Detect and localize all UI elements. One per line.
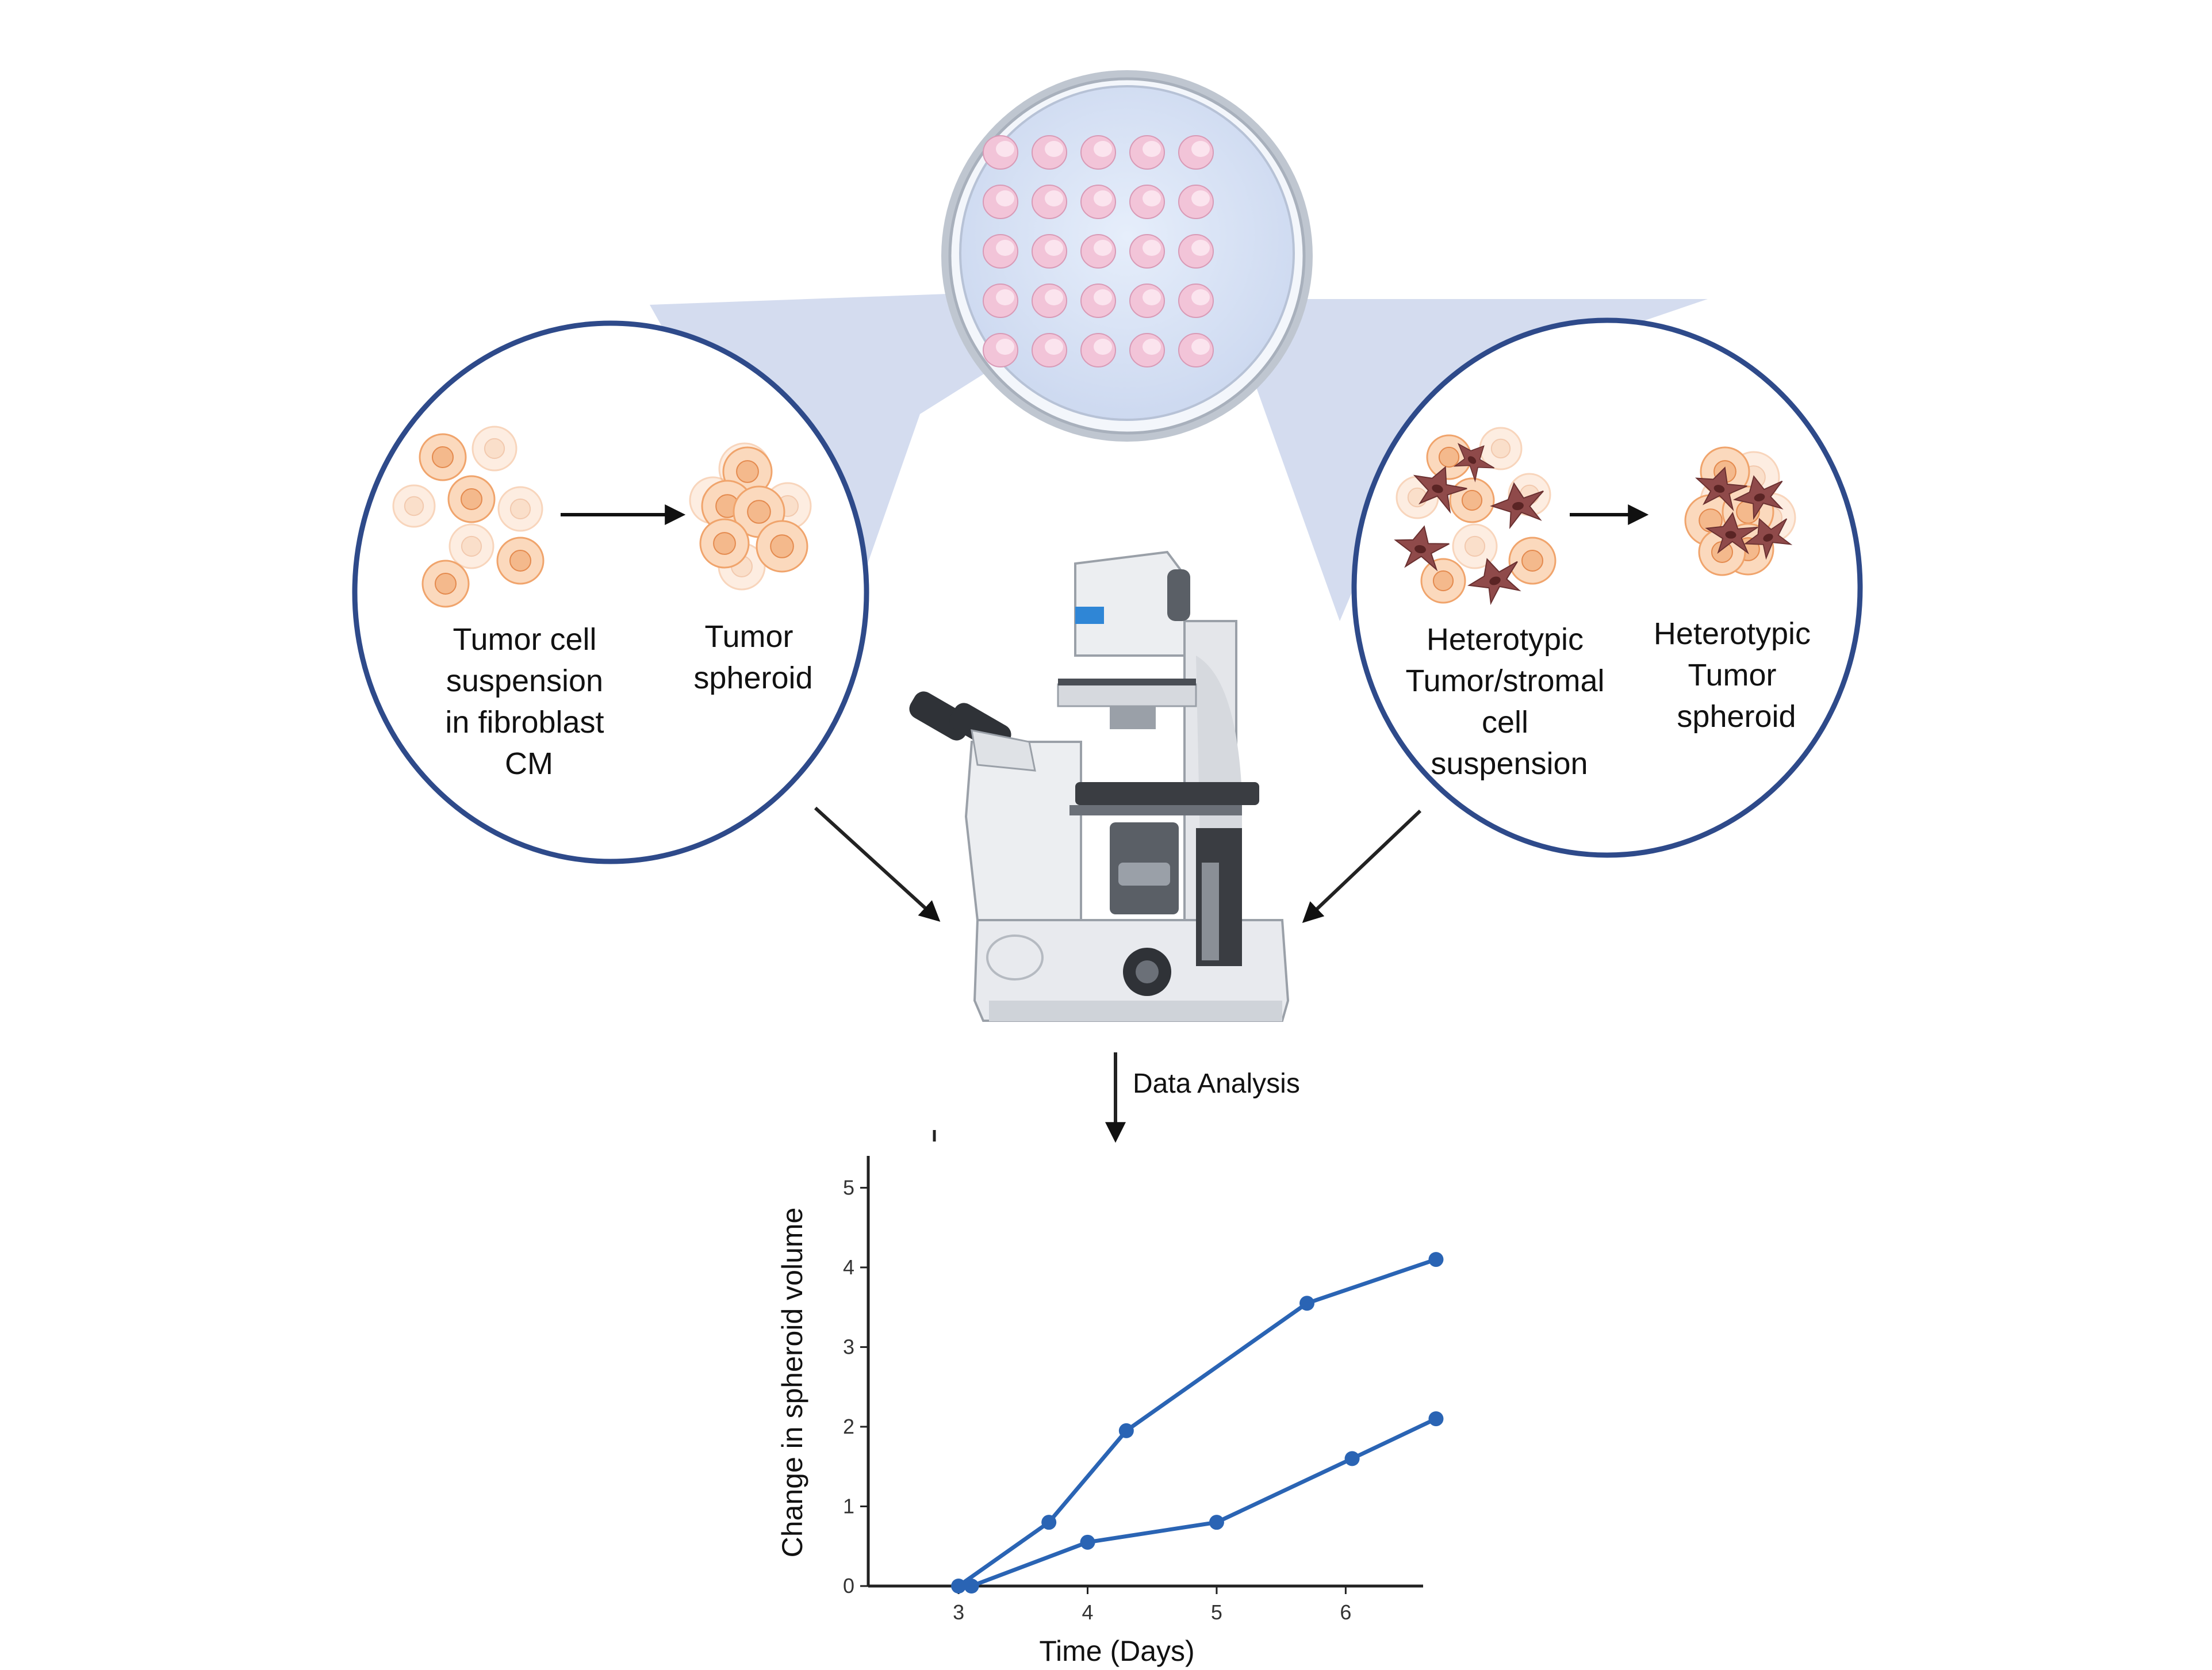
tumor-cell-icon — [1508, 537, 1557, 585]
fibroblast-icon — [1695, 466, 1747, 512]
petri-dish-icon — [941, 70, 1313, 442]
x-axis-title: Time (Days) — [1039, 1635, 1194, 1667]
tumor-spheroid-icon — [689, 442, 812, 591]
well-highlight — [1143, 190, 1161, 206]
tumor-cell-icon — [496, 537, 545, 585]
y-tick-label: 2 — [843, 1415, 854, 1438]
fibroblast-icon — [1705, 512, 1758, 555]
well-highlight — [1094, 141, 1112, 157]
well-highlight — [996, 339, 1014, 355]
tumor-cell-icon — [447, 475, 496, 523]
tumor-cell-icon — [392, 484, 436, 528]
tumor-cell-icon — [471, 426, 517, 472]
y-tick-label: 5 — [843, 1175, 854, 1199]
well-highlight — [1045, 141, 1063, 157]
well-highlight — [1191, 240, 1210, 256]
tumor-cell-icon — [421, 560, 470, 608]
panel-right: Heterotypic Tumor/stromal cell suspensio… — [1351, 317, 1863, 858]
arrow-right-to-microscope — [1302, 809, 1422, 923]
well-highlight — [1191, 289, 1210, 305]
well-highlight — [1191, 339, 1210, 355]
tumor-cell-icon — [756, 520, 808, 573]
well-grid — [983, 135, 1214, 367]
fibroblast-icon — [1490, 482, 1544, 530]
series-2-point — [964, 1579, 979, 1594]
series-line-2 — [971, 1416, 1437, 1588]
well-highlight — [1191, 141, 1210, 157]
x-tick-label: 6 — [1340, 1600, 1351, 1624]
beam-right — [1225, 299, 1708, 621]
well-highlight — [1191, 190, 1210, 206]
tumor-cell-suspension-icon — [392, 426, 545, 608]
panel-right-input-label: Heterotypic Tumor/stromal cell suspensio… — [1405, 622, 1613, 781]
tumor-cell-icon — [1452, 523, 1498, 569]
series-2-point — [1080, 1534, 1095, 1550]
series-1-point — [951, 1579, 967, 1594]
series-1-point — [1041, 1515, 1057, 1530]
y-axis-title: Change in spheroid volume — [776, 1208, 808, 1558]
fibroblast-icon — [1453, 443, 1495, 482]
tumor-cell-icon — [448, 523, 494, 569]
well-highlight — [1045, 240, 1063, 256]
x-tick-label: 5 — [1211, 1600, 1222, 1624]
fibroblast-icon — [1743, 518, 1793, 560]
well-highlight — [1094, 339, 1112, 355]
panel-left-output-label: Tumor spheroid — [693, 619, 812, 695]
x-tick-label: 4 — [1082, 1600, 1093, 1624]
tumor-cell-icon — [1420, 558, 1466, 604]
y-tick-label: 1 — [843, 1494, 854, 1518]
panel-left-input-label: Tumor cell suspension in fibroblast CM — [445, 622, 612, 781]
series-2-point — [1344, 1451, 1360, 1466]
well-highlight — [1094, 190, 1112, 206]
well-highlight — [1094, 289, 1112, 305]
tumor-cell-icon — [419, 433, 467, 481]
tumor-cell-icon — [497, 486, 543, 532]
series-1-point — [1299, 1296, 1315, 1311]
well-highlight — [996, 240, 1014, 256]
well-highlight — [1143, 289, 1161, 305]
well-highlight — [1045, 190, 1063, 206]
y-tick-label: 0 — [843, 1574, 854, 1598]
well-highlight — [1143, 240, 1161, 256]
series-line-1 — [957, 1257, 1437, 1588]
panel-left: Tumor cell suspension in fibroblast CM T… — [352, 320, 869, 864]
fibroblast-icon — [1732, 475, 1784, 520]
heterotypic-spheroid-icon — [1684, 446, 1796, 576]
x-tick-label: 3 — [953, 1600, 964, 1624]
well-highlight — [996, 190, 1014, 206]
well-highlight — [1143, 339, 1161, 355]
series-2-point — [1428, 1411, 1444, 1427]
fibroblast-icon — [1413, 466, 1467, 514]
well-highlight — [996, 289, 1014, 305]
well-highlight — [1143, 141, 1161, 157]
data-analysis-label: Data Analysis — [1133, 1068, 1300, 1099]
series-1-point — [1428, 1252, 1444, 1267]
well-highlight — [1045, 339, 1063, 355]
panel-right-output-label: Heterotypic Tumor spheroid — [1654, 616, 1819, 734]
microscope-icon — [909, 550, 1290, 1022]
y-tick-label: 4 — [843, 1255, 854, 1279]
tumor-cell-icon — [1449, 477, 1495, 523]
well-highlight — [1094, 240, 1112, 256]
series-2-point — [1209, 1515, 1224, 1530]
fibroblast-icon — [1394, 525, 1450, 572]
well-highlight — [1045, 289, 1063, 305]
y-tick-label: 3 — [843, 1335, 854, 1358]
series-1-point — [1118, 1423, 1134, 1438]
tumor-cell-icon — [699, 518, 750, 569]
well-highlight — [996, 141, 1014, 157]
fibroblast-icon — [1467, 558, 1521, 606]
heterotypic-cell-suspension-icon — [1394, 427, 1557, 606]
arrow-left-to-microscope — [814, 806, 941, 922]
